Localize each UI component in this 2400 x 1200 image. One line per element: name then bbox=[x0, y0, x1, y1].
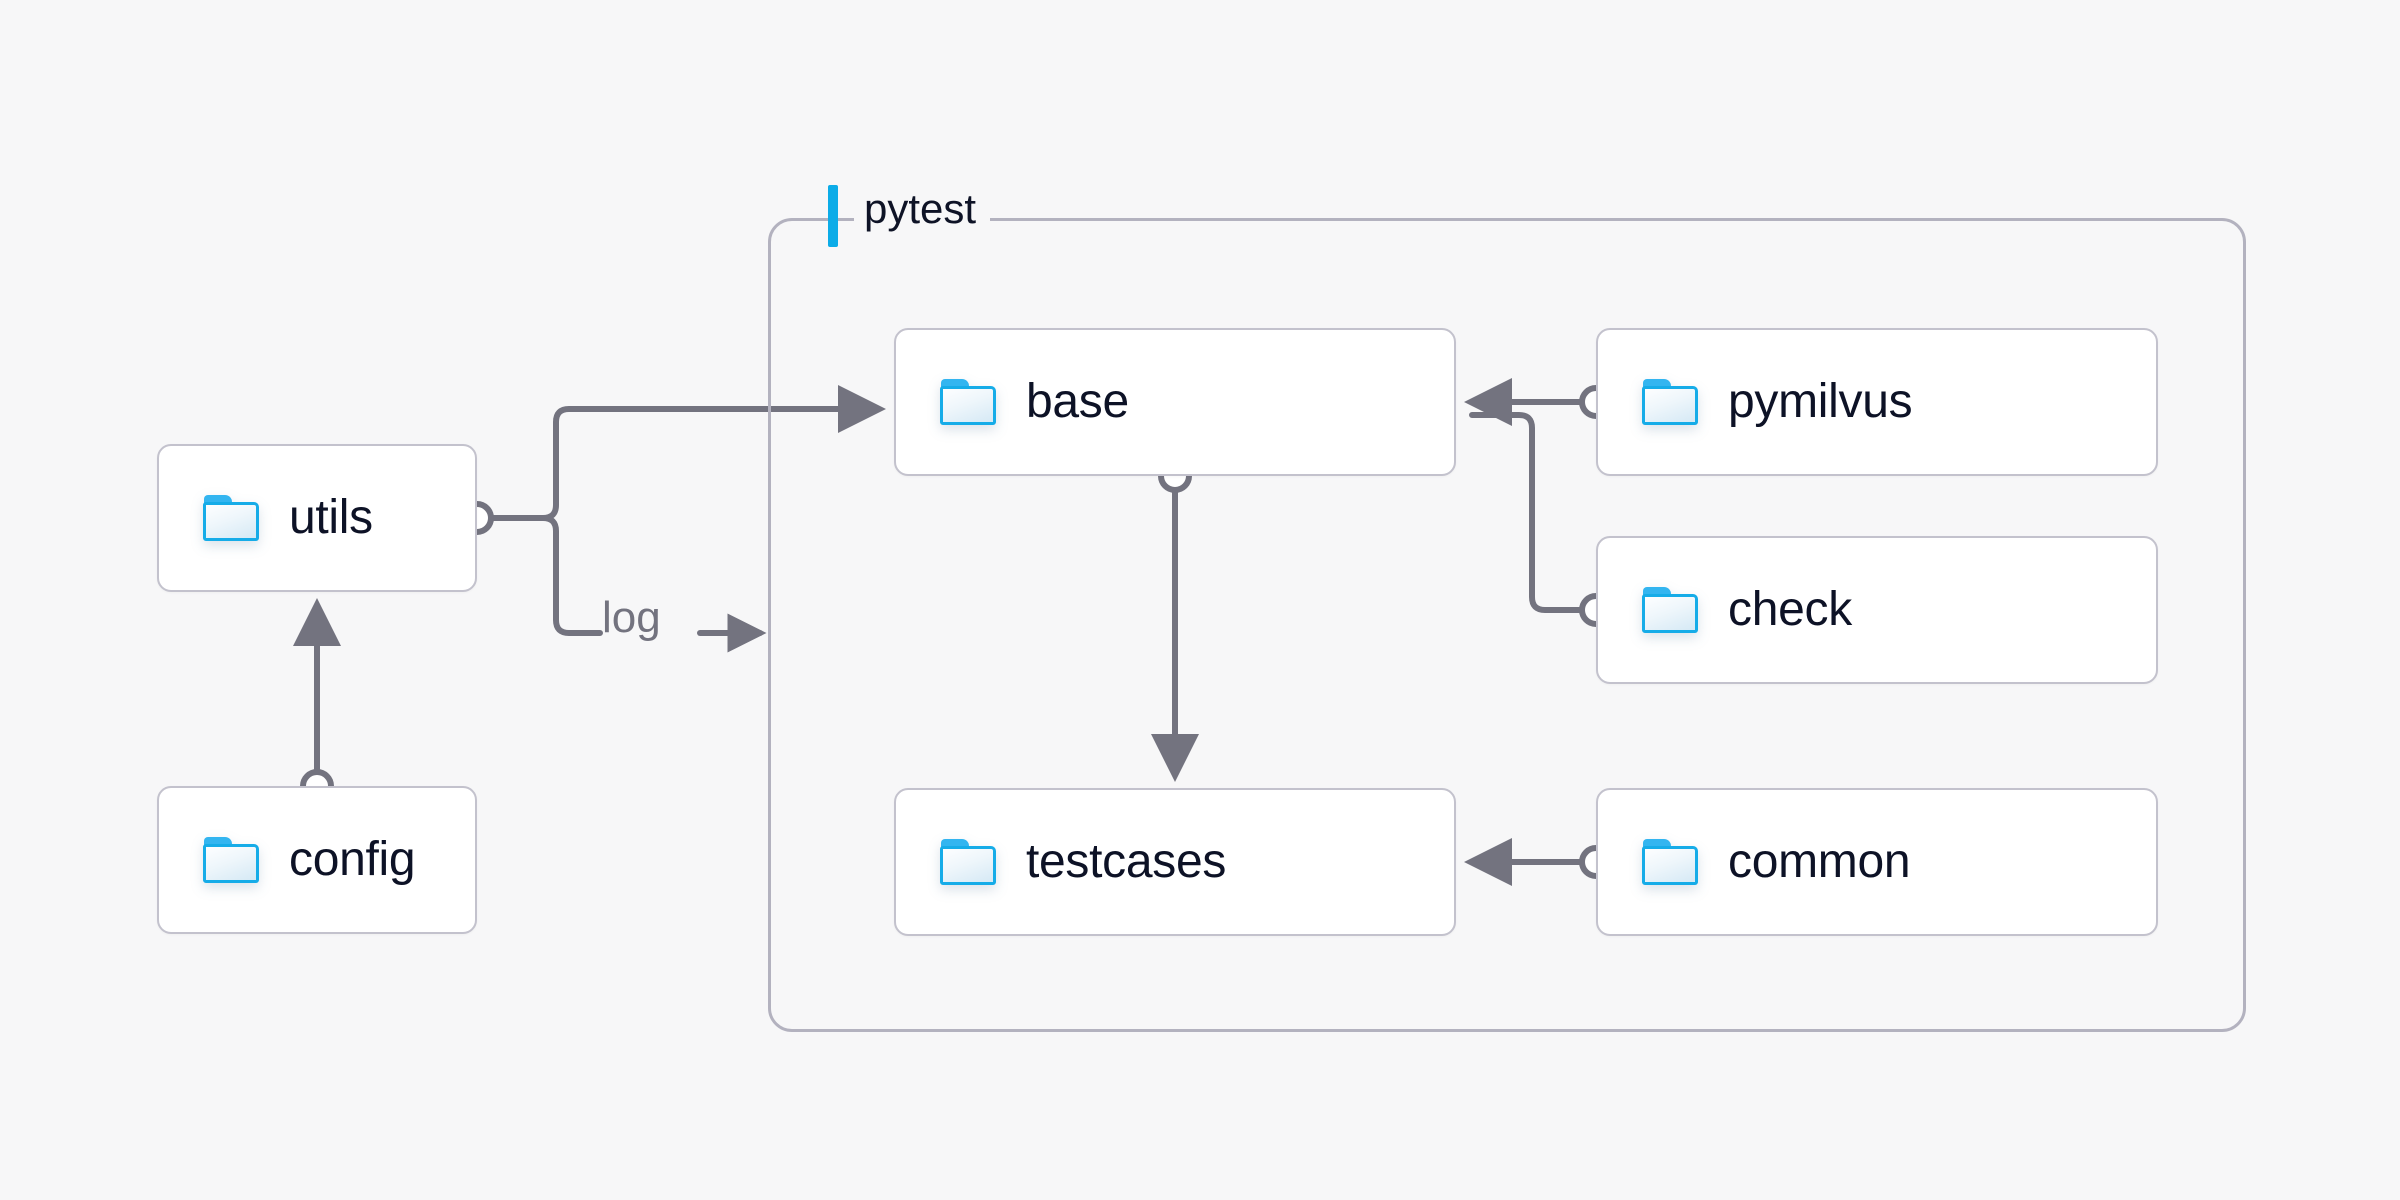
folder-tab bbox=[941, 379, 969, 390]
node-testcases[interactable]: testcases bbox=[894, 788, 1456, 936]
folder-tab bbox=[204, 837, 232, 848]
node-pymilvus[interactable]: pymilvus bbox=[1596, 328, 2158, 476]
node-config[interactable]: config bbox=[157, 786, 477, 934]
group-label-pytest: pytest bbox=[854, 188, 991, 230]
folder-body bbox=[203, 502, 259, 541]
folder-tab bbox=[1643, 587, 1671, 598]
folder-tab bbox=[1643, 379, 1671, 390]
folder-tab bbox=[941, 839, 969, 850]
folder-body bbox=[1642, 594, 1698, 633]
folder-icon bbox=[203, 837, 259, 883]
folder-icon bbox=[940, 839, 996, 885]
folder-tab bbox=[204, 495, 232, 506]
folder-body bbox=[1642, 386, 1698, 425]
node-label: utils bbox=[289, 491, 373, 544]
node-utils[interactable]: utils bbox=[157, 444, 477, 592]
group-accent-bar bbox=[828, 185, 838, 247]
node-label: config bbox=[289, 833, 416, 886]
group-container-pytest bbox=[768, 218, 2246, 1032]
node-common[interactable]: common bbox=[1596, 788, 2158, 936]
edge-label-log: log bbox=[602, 593, 661, 642]
folder-icon bbox=[1642, 587, 1698, 633]
node-label: base bbox=[1026, 375, 1129, 428]
node-check[interactable]: check bbox=[1596, 536, 2158, 684]
folder-body bbox=[940, 386, 996, 425]
folder-body bbox=[1642, 846, 1698, 885]
folder-icon bbox=[940, 379, 996, 425]
folder-body bbox=[940, 846, 996, 885]
node-label: testcases bbox=[1026, 835, 1227, 888]
folder-icon bbox=[203, 495, 259, 541]
node-label: common bbox=[1728, 835, 1911, 888]
folder-tab bbox=[1643, 839, 1671, 850]
folder-body bbox=[203, 844, 259, 883]
node-base[interactable]: base bbox=[894, 328, 1456, 476]
folder-icon bbox=[1642, 379, 1698, 425]
node-label: check bbox=[1728, 583, 1852, 636]
folder-icon bbox=[1642, 839, 1698, 885]
edge-utils-to-log bbox=[527, 515, 603, 636]
node-label: pymilvus bbox=[1728, 375, 1913, 428]
